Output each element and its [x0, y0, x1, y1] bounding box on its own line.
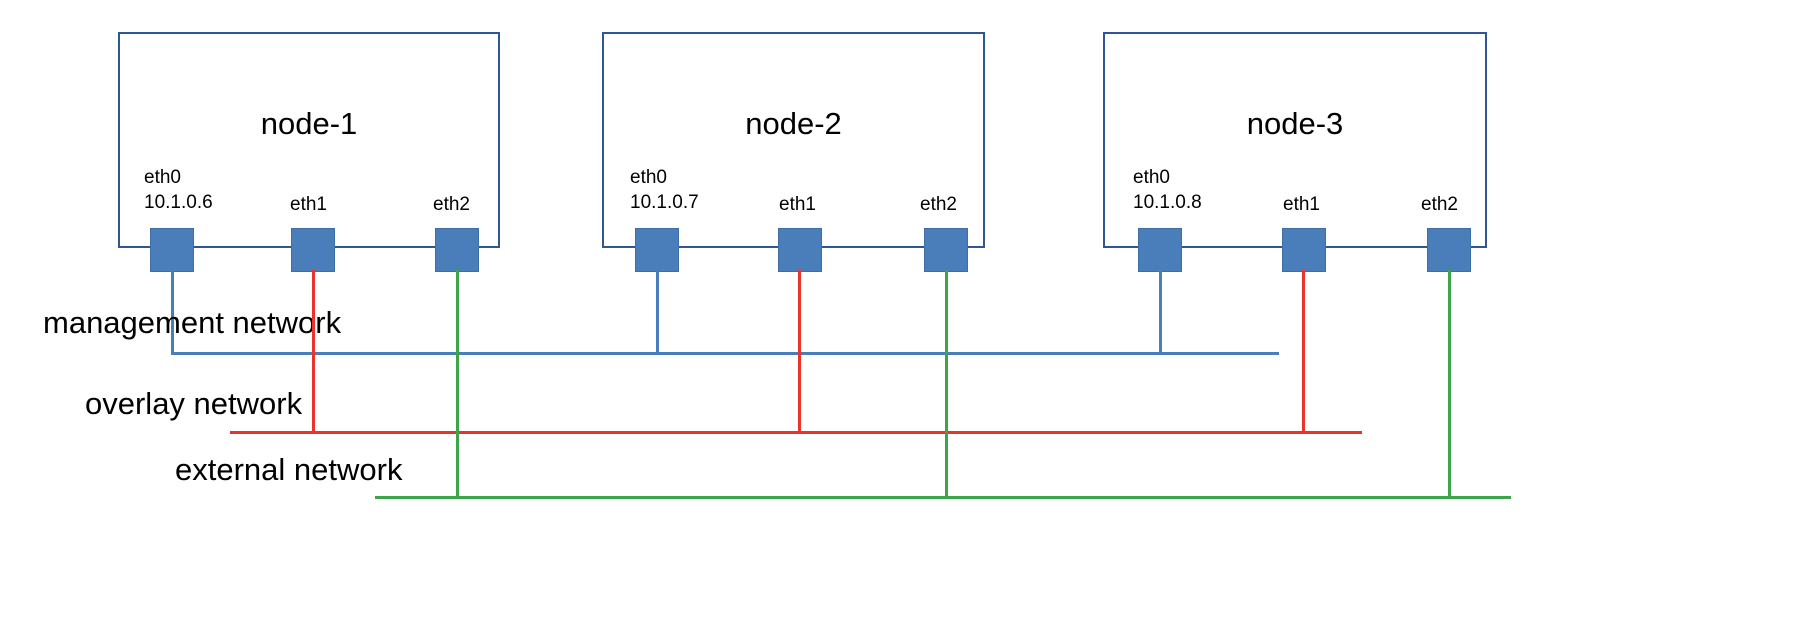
- port-name-text: eth0: [144, 167, 181, 188]
- port-address-text: 10.1.0.6: [144, 192, 213, 213]
- network-label-external: external network: [175, 452, 403, 487]
- node-title: node-2: [745, 106, 842, 141]
- node-title: node-1: [260, 106, 358, 141]
- port-node-2-eth2[interactable]: [924, 228, 968, 272]
- port-node-3-eth1[interactable]: [1282, 228, 1326, 272]
- node-title: node-3: [1246, 106, 1344, 141]
- bus-overlay-network: [230, 431, 1362, 434]
- network-label-management: management network: [43, 305, 342, 340]
- wire-node-3-eth1-to-overlay: [1302, 270, 1305, 434]
- port-node-1-eth2[interactable]: [435, 228, 479, 272]
- node-box-node-1[interactable]: node-1: [118, 32, 500, 248]
- wire-node-1-eth0-to-management: [171, 270, 174, 355]
- port-address-text: 10.1.0.8: [1133, 192, 1202, 213]
- port-node-3-eth2[interactable]: [1427, 228, 1471, 272]
- wire-node-2-eth1-to-overlay: [798, 270, 801, 434]
- port-label-node-3-eth0: eth0 10.1.0.8: [1133, 165, 1202, 215]
- port-node-1-eth0[interactable]: [150, 228, 194, 272]
- port-label-node-1-eth1: eth1: [290, 194, 327, 215]
- port-address-text: 10.1.0.7: [630, 192, 699, 213]
- port-name-text: eth0: [630, 167, 667, 188]
- port-label-node-2-eth1: eth1: [779, 194, 816, 215]
- port-node-3-eth0[interactable]: [1138, 228, 1182, 272]
- port-node-2-eth0[interactable]: [635, 228, 679, 272]
- port-node-1-eth1[interactable]: [291, 228, 335, 272]
- port-name-text: eth0: [1133, 167, 1170, 188]
- wire-node-1-eth1-to-overlay: [312, 270, 315, 434]
- wire-node-2-eth2-to-external: [945, 270, 948, 499]
- network-label-overlay: overlay network: [85, 386, 303, 421]
- port-label-node-2-eth2: eth2: [920, 194, 957, 215]
- port-label-node-1-eth0: eth0 10.1.0.6: [144, 165, 213, 215]
- wire-node-3-eth0-to-management: [1159, 270, 1162, 355]
- port-node-2-eth1[interactable]: [778, 228, 822, 272]
- port-label-node-3-eth2: eth2: [1421, 194, 1458, 215]
- bus-external-network: [375, 496, 1511, 499]
- node-box-node-3[interactable]: node-3: [1103, 32, 1487, 248]
- wire-node-2-eth0-to-management: [656, 270, 659, 355]
- bus-management-network: [171, 352, 1279, 355]
- port-label-node-3-eth1: eth1: [1283, 194, 1320, 215]
- port-label-node-2-eth0: eth0 10.1.0.7: [630, 165, 699, 215]
- wire-node-3-eth2-to-external: [1448, 270, 1451, 499]
- wire-node-1-eth2-to-external: [456, 270, 459, 499]
- port-label-node-1-eth2: eth2: [433, 194, 470, 215]
